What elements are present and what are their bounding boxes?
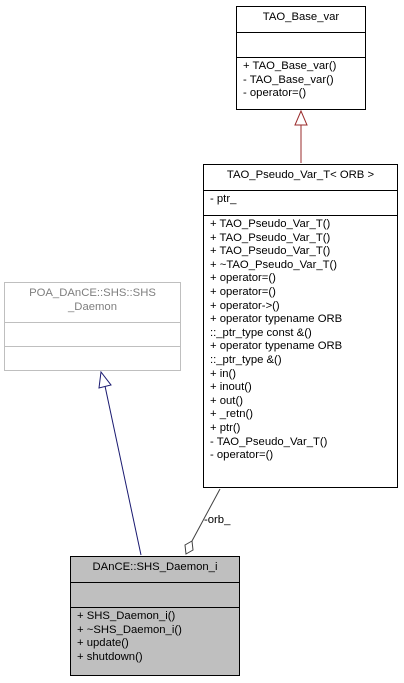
operation-item: ::_ptr_type &() bbox=[210, 353, 282, 366]
class-tao-pseudo-var-t[interactable]: TAO_Pseudo_Var_T< ORB > - ptr_ + TAO_Pse… bbox=[203, 164, 398, 488]
operation-item: + ~SHS_Daemon_i() bbox=[77, 623, 182, 636]
class-poa-shs-daemon[interactable]: POA_DAnCE::SHS::SHS _Daemon bbox=[4, 282, 181, 371]
operation-item: + operator typename ORB bbox=[210, 313, 343, 326]
operation-item: + out() bbox=[210, 394, 243, 407]
operation-item: + shutdown() bbox=[77, 650, 143, 663]
class-title: DAnCE::SHS_Daemon_i bbox=[71, 557, 239, 583]
operation-item: - operator=() bbox=[243, 87, 307, 100]
operation-item: + _retn() bbox=[210, 408, 254, 421]
operation-item: + ptr() bbox=[210, 421, 241, 434]
inherit-arrowhead-poa bbox=[98, 370, 112, 389]
operation-item: + ~TAO_Pseudo_Var_T() bbox=[210, 258, 338, 271]
orb-edge-label: -orb_ bbox=[204, 514, 231, 526]
operations-section bbox=[5, 347, 180, 370]
operation-item: + operator typename ORB bbox=[210, 340, 343, 353]
composition-diamond bbox=[184, 540, 194, 555]
class-title: POA_DAnCE::SHS::SHS _Daemon bbox=[5, 283, 180, 323]
operation-item: + inout() bbox=[210, 381, 252, 394]
class-title: TAO_Pseudo_Var_T< ORB > bbox=[204, 165, 397, 191]
class-shs-daemon-i[interactable]: DAnCE::SHS_Daemon_i + SHS_Daemon_i()+ ~S… bbox=[70, 556, 240, 676]
inherit-arrowhead-base bbox=[294, 109, 308, 126]
operation-item: + operator->() bbox=[210, 299, 280, 312]
operations-section: + SHS_Daemon_i()+ ~SHS_Daemon_i()+ updat… bbox=[71, 608, 239, 666]
operation-item: + in() bbox=[210, 367, 237, 380]
class-title: TAO_Base_var bbox=[237, 7, 365, 33]
operation-item: + TAO_Base_var() bbox=[243, 60, 337, 72]
attribute-item: - ptr_ bbox=[210, 193, 237, 205]
operation-item: - TAO_Pseudo_Var_T() bbox=[210, 435, 328, 448]
attributes-section bbox=[71, 583, 239, 608]
operations-section: + TAO_Base_var()- TAO_Base_var()- operat… bbox=[237, 58, 365, 103]
attributes-section bbox=[5, 323, 180, 347]
operation-item: - TAO_Base_var() bbox=[243, 73, 334, 86]
operations-section: + TAO_Pseudo_Var_T()+ TAO_Pseudo_Var_T()… bbox=[204, 216, 397, 465]
attributes-section: - ptr_ bbox=[204, 191, 397, 216]
operation-item: + TAO_Pseudo_Var_T() bbox=[210, 218, 331, 230]
operation-item: + TAO_Pseudo_Var_T() bbox=[210, 245, 331, 258]
operation-item: + update() bbox=[77, 637, 129, 650]
operation-item: - operator=() bbox=[210, 449, 274, 462]
operation-item: + operator=() bbox=[210, 272, 276, 285]
inherit-edge-daemon-to-poa bbox=[104, 385, 142, 556]
operation-item: + SHS_Daemon_i() bbox=[77, 610, 176, 622]
operation-item: ::_ptr_type const &() bbox=[210, 326, 312, 339]
attributes-section bbox=[237, 33, 365, 58]
class-tao-base-var[interactable]: TAO_Base_var + TAO_Base_var()- TAO_Base_… bbox=[236, 6, 366, 110]
operation-item: + TAO_Pseudo_Var_T() bbox=[210, 231, 331, 244]
operation-item: + operator=() bbox=[210, 285, 276, 298]
composition-edge-orb bbox=[191, 488, 221, 542]
